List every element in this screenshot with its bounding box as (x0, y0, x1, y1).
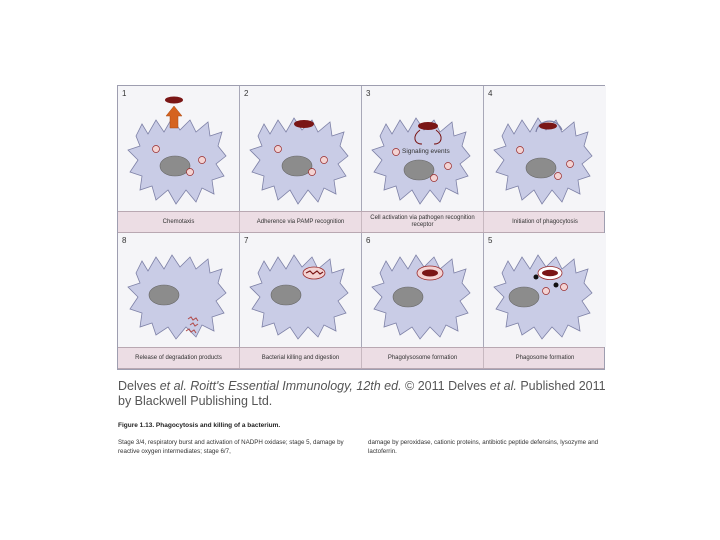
bacterium (422, 270, 438, 277)
panel-number: 8 (122, 236, 126, 245)
granule (543, 288, 550, 295)
caption-row-top: Chemotaxis Adherence via PAMP recognitio… (118, 211, 604, 233)
granule-fusing (534, 275, 539, 280)
caption-row-bottom: Release of degradation products Bacteria… (118, 347, 604, 369)
panel-6-phagolysosome: 6 (362, 233, 484, 347)
granule (321, 157, 328, 164)
caption-activation: Cell activation via pathogen recognition… (362, 212, 484, 232)
nucleus (526, 158, 556, 178)
granule (393, 149, 400, 156)
bacterium (418, 122, 438, 130)
nucleus (149, 285, 179, 305)
figure-legend-left: Stage 3/4, respiratory burst and activat… (118, 438, 353, 456)
caption-phagosome: Phagosome formation (484, 348, 606, 368)
granule (187, 169, 194, 176)
panel-8-illustration (118, 233, 240, 347)
panel-number: 7 (244, 236, 248, 245)
caption-phagolysosome: Phagolysosome formation (362, 348, 484, 368)
bacterium (542, 270, 558, 276)
caption-initiation: Initiation of phagocytosis (484, 212, 606, 232)
panel-3-activation: 3 Signaling events (362, 86, 484, 211)
nucleus (509, 287, 539, 307)
panel-4-illustration (484, 86, 606, 211)
caption-adherence: Adherence via PAMP recognition (240, 212, 362, 232)
panel-2-adherence: 2 (240, 86, 362, 211)
bacterium (539, 123, 557, 130)
nucleus (160, 156, 190, 176)
signaling-events-label: Signaling events (402, 148, 450, 155)
nucleus (282, 156, 312, 176)
nucleus (393, 287, 423, 307)
granule (445, 163, 452, 170)
granule (555, 173, 562, 180)
granule (561, 284, 568, 291)
granule (199, 157, 206, 164)
caption-chemotaxis: Chemotaxis (118, 212, 240, 232)
panel-7-killing: 7 (240, 233, 362, 347)
granule (517, 147, 524, 154)
panel-number: 4 (488, 89, 492, 98)
nucleus (271, 285, 301, 305)
panel-8-release: 8 (118, 233, 240, 347)
panel-1-chemotaxis: 1 (118, 86, 240, 211)
granule (309, 169, 316, 176)
panel-7-illustration (240, 233, 362, 347)
panel-5-phagosome: 5 (484, 233, 606, 347)
figure-title: Figure 1.13. Phagocytosis and killing of… (118, 422, 280, 429)
bacterium (294, 120, 314, 128)
granule-fusing (554, 283, 559, 288)
nucleus (404, 160, 434, 180)
granule (431, 175, 438, 182)
panel-number: 5 (488, 236, 492, 245)
panel-1-illustration (118, 86, 240, 211)
caption-killing: Bacterial killing and digestion (240, 348, 362, 368)
granule (275, 146, 282, 153)
panel-5-illustration (484, 233, 606, 347)
panel-number: 6 (366, 236, 370, 245)
bacterium (165, 97, 183, 104)
granule (153, 146, 160, 153)
source-credit: Delves et al. Roitt's Essential Immunolo… (118, 379, 618, 409)
granule (567, 161, 574, 168)
panel-4-initiation: 4 (484, 86, 606, 211)
caption-release: Release of degradation products (118, 348, 240, 368)
panel-number: 2 (244, 89, 248, 98)
panel-number: 3 (366, 89, 370, 98)
panel-2-illustration (240, 86, 362, 211)
panel-6-illustration (362, 233, 484, 347)
phagocytosis-figure: 1 2 3 Signaling events (117, 85, 605, 370)
panel-number: 1 (122, 89, 126, 98)
figure-legend-right: damage by peroxidase, cationic proteins,… (368, 438, 608, 456)
